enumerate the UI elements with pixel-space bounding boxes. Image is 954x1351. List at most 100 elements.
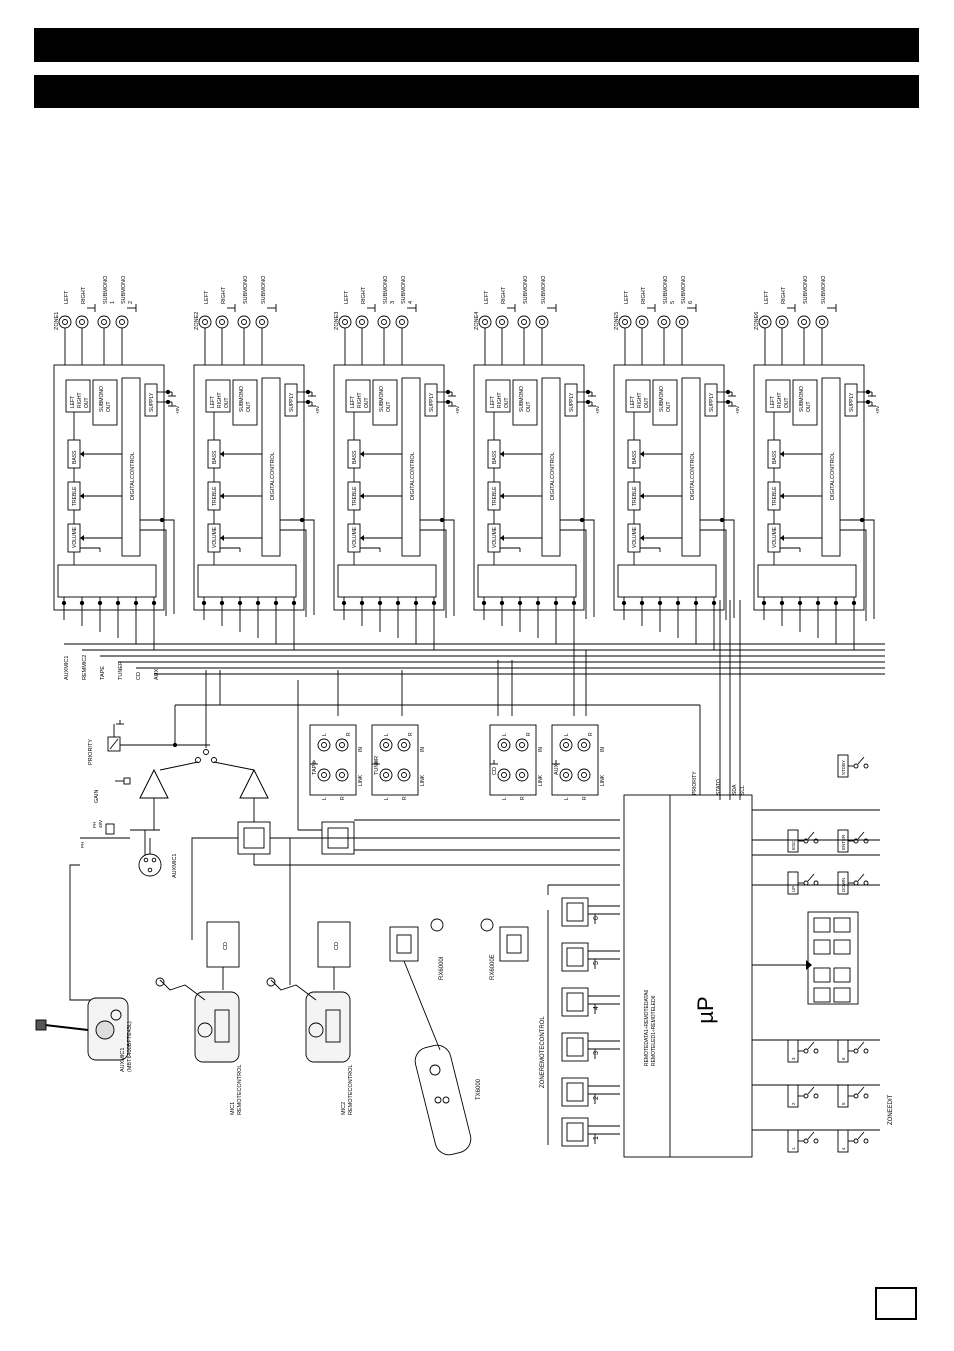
source-aux-link: LINK xyxy=(600,774,606,786)
zone-1-jack-2-inner xyxy=(79,319,85,325)
display-segment-7 xyxy=(833,987,851,1003)
source-tape-r2: R xyxy=(340,796,346,800)
zone-5-supply-v: +5V xyxy=(735,406,740,414)
arrow-icon xyxy=(220,493,224,499)
wire xyxy=(807,873,815,882)
mcu-pin-3: SCL xyxy=(740,785,746,795)
xlr-pin xyxy=(143,857,149,863)
ir-sensor-2 xyxy=(480,918,494,932)
source-cd-box xyxy=(489,724,537,796)
zone-5-jack-1-inner xyxy=(622,319,628,325)
bus-label-3: TAPE xyxy=(100,666,106,680)
auxmic1-label: AUXMIC1 xyxy=(172,854,178,878)
gain-pot xyxy=(123,777,131,785)
zone-2-supply-label: SUPPLY xyxy=(289,392,295,412)
zone-3-mixer xyxy=(337,564,437,598)
source-cd-in: IN xyxy=(538,747,544,752)
wire xyxy=(857,1041,865,1050)
junction-dot xyxy=(237,600,243,606)
zone-1-left-label: LEFT xyxy=(64,290,70,304)
stdby-button-contact xyxy=(863,763,869,769)
wire xyxy=(857,756,865,765)
source-tuner-box xyxy=(371,724,419,796)
junction-dot xyxy=(761,600,767,606)
zone-6-volume-label: VOLUME xyxy=(772,526,778,548)
up-button-label: UP xyxy=(791,886,796,892)
mcu-pin-2: SDA xyxy=(732,784,738,795)
junction-dot xyxy=(711,600,717,606)
wire xyxy=(807,1086,815,1095)
zone-1-sub-out xyxy=(92,379,118,426)
zone-1-jack-4-inner xyxy=(119,319,125,325)
junction-dot xyxy=(499,600,505,606)
wire xyxy=(840,529,867,621)
zone-5-sub-text: SUBMONO xyxy=(659,386,665,412)
display-segment-6 xyxy=(813,987,831,1003)
mic1-label: MIC1 xyxy=(230,1102,236,1115)
zone-4-supply xyxy=(564,383,578,417)
zone-2-supply-v: +5V xyxy=(315,406,320,414)
ph-label: PH xyxy=(92,822,97,828)
ph-switch xyxy=(105,823,115,835)
up-button-contact xyxy=(813,880,819,886)
source-aux-jack-l-in-inner xyxy=(563,742,569,748)
zone-6-sub-out xyxy=(792,379,818,426)
zoneedit-key-1-contact xyxy=(803,1138,809,1144)
seven-segment-display xyxy=(807,911,859,1005)
junction-dot xyxy=(255,600,261,606)
source-tuner-l2: L xyxy=(384,797,390,800)
source-tuner-r2: R xyxy=(402,796,408,800)
junction-dot xyxy=(517,600,523,606)
zone-6-jack-4-inner xyxy=(819,319,825,325)
arrow-icon xyxy=(640,535,644,541)
zone-3-sub-b: 4 xyxy=(408,301,414,304)
zoneedit-key-2-label: 2 xyxy=(791,1102,796,1105)
esc-button-contact xyxy=(803,838,809,844)
gooseneck xyxy=(270,979,317,1001)
source-cd-l: L xyxy=(502,733,508,736)
mic2-keypad xyxy=(325,1009,341,1043)
arrow-icon xyxy=(360,493,364,499)
zone-2-lr-text: RIGHT xyxy=(217,392,223,408)
source-aux-l2: L xyxy=(564,797,570,800)
esc-button-label: ESC xyxy=(791,840,796,850)
zone-6-jack-4 xyxy=(815,315,829,329)
zone-4-right-label: RIGHT xyxy=(501,286,507,304)
source-cd-jack-l-in-inner xyxy=(501,742,507,748)
zone-5-jack-4 xyxy=(675,315,689,329)
wire xyxy=(857,1086,865,1095)
zone-3-jack-2 xyxy=(355,315,369,329)
zone-2-jack-2 xyxy=(215,315,229,329)
xlr-pin xyxy=(151,857,157,863)
zone-5-jack-4-inner xyxy=(679,319,685,325)
zone-3-lr-text: RIGHT xyxy=(357,392,363,408)
zone-6-lr-text: LEFT xyxy=(770,396,776,408)
zoneedit-key-6-label: 6 xyxy=(841,1057,846,1060)
rc-port-4 xyxy=(561,987,589,1017)
zoneedit-key-4-contact xyxy=(863,1138,869,1144)
zone-5-submono-label: SUBMONO xyxy=(663,275,669,304)
rc-port-2 xyxy=(561,1077,589,1107)
zone-6-frame xyxy=(753,364,865,611)
rc-port-5-inner xyxy=(566,947,584,967)
zone-3-lr-text: LEFT xyxy=(350,396,356,408)
zone-4-jack-1-inner xyxy=(482,319,488,325)
zone-5-right-label: RIGHT xyxy=(641,286,647,304)
rc-port-6-inner xyxy=(566,902,584,922)
zoneedit-key-4-contact xyxy=(853,1138,859,1144)
zone-3-jack-1 xyxy=(338,315,352,329)
zone-2-bass-label: BASS xyxy=(212,450,218,464)
source-tuner-in: IN xyxy=(420,747,426,752)
wire xyxy=(280,519,315,615)
junction-dot xyxy=(219,600,225,606)
junction-dot xyxy=(359,600,365,606)
zone-6-submono-label: SUBMONO xyxy=(803,275,809,304)
up-button-contact xyxy=(803,880,809,886)
junction-dot xyxy=(725,389,731,395)
enter-button-contact xyxy=(853,838,859,844)
down-button-contact xyxy=(853,880,859,886)
source-tape-jack-l-link xyxy=(317,768,331,782)
zone-3-sub-out xyxy=(372,379,398,426)
junction-dot xyxy=(133,600,139,606)
